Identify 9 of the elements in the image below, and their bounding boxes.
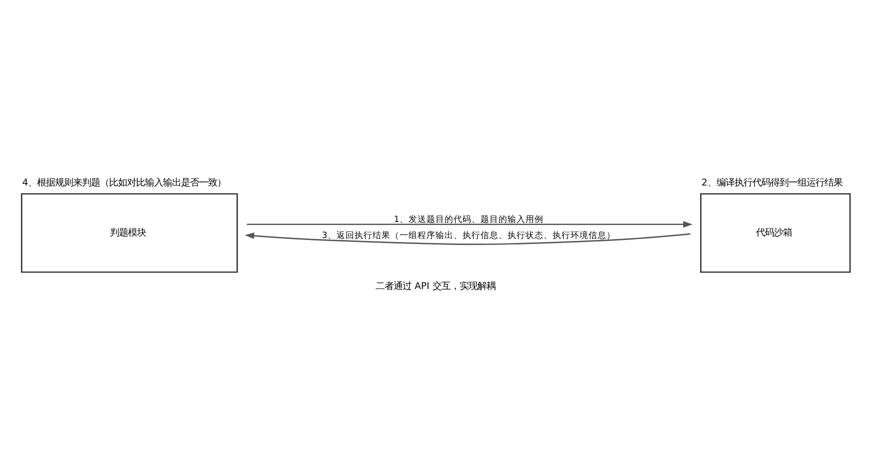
- node-label: 4、根据规则来判题（比如对比输入输出是否一致）: [22, 176, 226, 188]
- edge-label: 3、返回执行结果（一组程序输出、执行信息、执行状态、执行环境信息）: [322, 230, 616, 240]
- caption: 二者通过 API 交互，实现解耦: [376, 280, 496, 292]
- edge-label: 1、发送题目的代码、题目的输入用例: [394, 214, 544, 224]
- arrow: [244, 232, 690, 244]
- arrow: [246, 220, 692, 228]
- node-box: 判题模块: [20, 192, 238, 272]
- node-label: 2、编译执行代码得到一组运行结果: [701, 176, 842, 188]
- node-box: 代码沙箱: [700, 192, 851, 272]
